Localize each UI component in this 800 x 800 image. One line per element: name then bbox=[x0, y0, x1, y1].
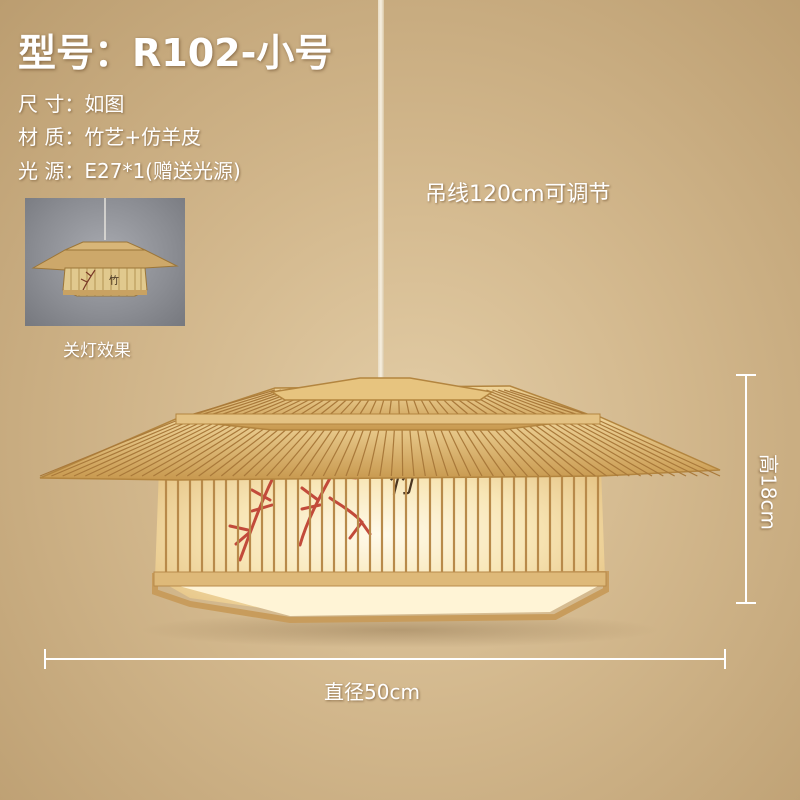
roof-slat bbox=[164, 419, 256, 477]
width-label: 直径50cm bbox=[324, 680, 420, 704]
roof-slat bbox=[583, 419, 698, 477]
thumbnail-lamp: 竹 bbox=[31, 198, 179, 297]
roof-slat bbox=[562, 419, 664, 477]
roof-slat bbox=[480, 389, 546, 419]
height-dimension-cap-bottom bbox=[736, 602, 756, 604]
hanging-cord bbox=[378, 0, 384, 378]
thumbnail-caption: 关灯效果 bbox=[63, 341, 131, 361]
roof-slat bbox=[513, 419, 585, 477]
roof-slat bbox=[555, 419, 653, 477]
roof-slat bbox=[520, 419, 596, 477]
roof-slat bbox=[503, 389, 588, 419]
spec-light-source: 光 源：E27*1(赠送光源) bbox=[18, 159, 241, 183]
roof-slat bbox=[509, 389, 599, 419]
lamp-bottom bbox=[175, 585, 600, 616]
roof-slat bbox=[541, 419, 630, 477]
roof-slat bbox=[141, 419, 242, 477]
roof-slat bbox=[73, 419, 200, 477]
roof-slat bbox=[186, 419, 270, 477]
width-dimension-line bbox=[44, 658, 726, 660]
roof-slat bbox=[569, 419, 675, 477]
roof-slat bbox=[486, 389, 557, 419]
roof-slat bbox=[190, 389, 282, 419]
spec-size: 尺 寸：如图 bbox=[18, 92, 125, 116]
cord-length-note: 吊线120cm可调节 bbox=[425, 182, 611, 207]
roof-frame bbox=[175, 413, 601, 425]
lights-off-thumbnail: 竹 bbox=[25, 198, 185, 326]
roof-slat bbox=[39, 419, 179, 477]
height-dimension-cap-top bbox=[736, 374, 756, 376]
roof-slat bbox=[175, 419, 263, 477]
roof-slat bbox=[498, 389, 578, 419]
roof-slat bbox=[506, 419, 574, 477]
bamboo-slats bbox=[164, 440, 600, 574]
thumbnail-calligraphy: 竹 bbox=[109, 274, 119, 287]
spec-material: 材 质：竹艺+仿羊皮 bbox=[18, 125, 202, 149]
roof-slat bbox=[96, 419, 214, 477]
roof-slat bbox=[51, 419, 186, 477]
roof-slat bbox=[548, 419, 641, 477]
height-dimension-line bbox=[745, 374, 747, 604]
roof-slat bbox=[62, 419, 193, 477]
model-title: 型号：R102-小号 bbox=[18, 31, 333, 75]
height-label: 高18cm bbox=[756, 454, 781, 530]
roof-slat bbox=[107, 419, 221, 477]
roof-slat bbox=[597, 419, 721, 477]
roof-slat bbox=[179, 389, 276, 419]
width-dimension-cap-right bbox=[724, 649, 726, 669]
roof-top bbox=[269, 377, 494, 401]
roof-slat bbox=[590, 419, 709, 477]
lamp-shadow bbox=[140, 612, 660, 648]
roof-slat bbox=[576, 419, 687, 477]
roof-slat bbox=[119, 419, 228, 477]
roof-slat bbox=[130, 419, 235, 477]
roof-slat bbox=[85, 419, 207, 477]
roof-slat bbox=[153, 419, 249, 477]
lamp-body bbox=[155, 440, 605, 612]
roof-slat bbox=[527, 419, 608, 477]
lower-rim bbox=[153, 571, 607, 587]
roof-slat bbox=[534, 419, 619, 477]
roof-slat bbox=[200, 389, 287, 419]
width-dimension-cap-left bbox=[44, 649, 46, 669]
roof-slat bbox=[492, 389, 567, 419]
